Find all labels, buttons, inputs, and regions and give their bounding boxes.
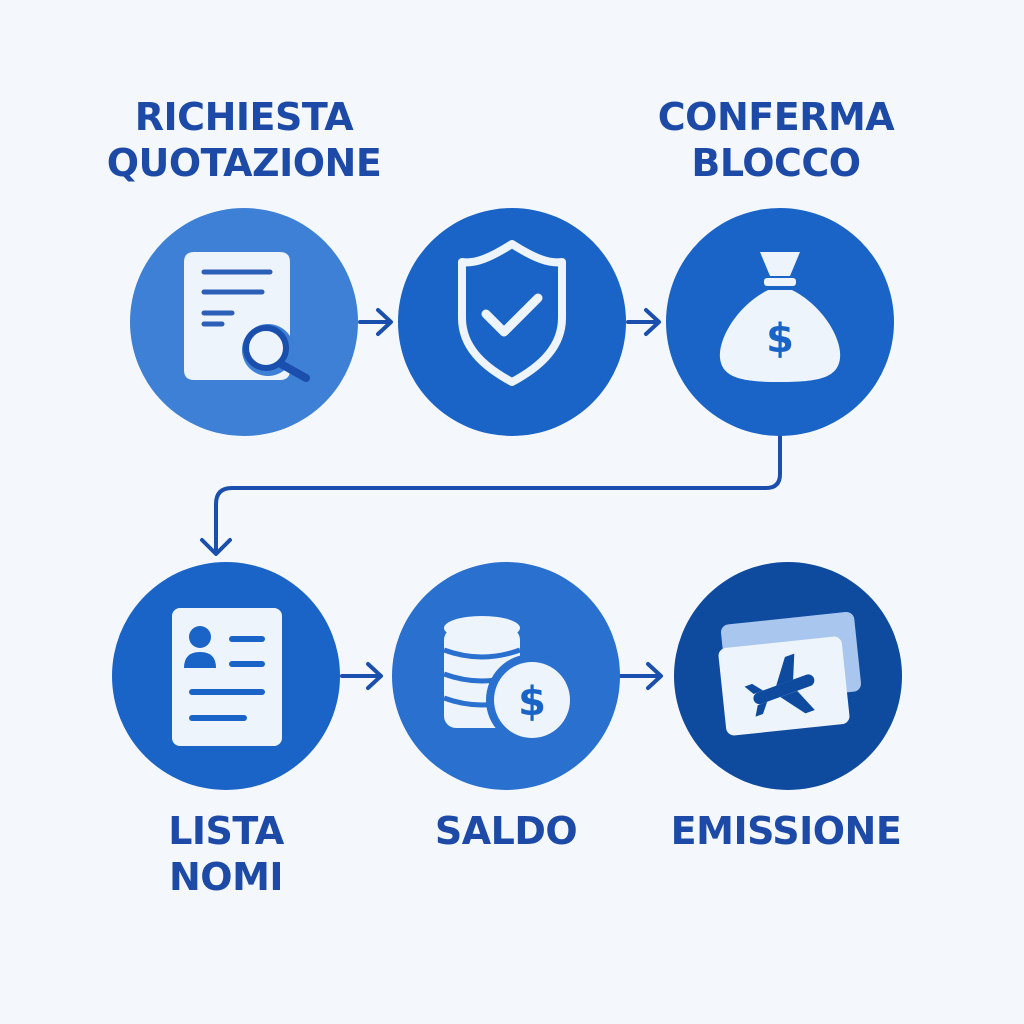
step-1-label-line2: QUOTAZIONE (106, 141, 382, 185)
svg-text:$: $ (518, 679, 546, 725)
step-3-node: $ (666, 208, 894, 436)
money-bag-icon: $ (719, 252, 841, 382)
step-6-node (674, 562, 902, 790)
step-5-label-line1: SALDO (434, 809, 578, 853)
step-4-label: LISTA NOMI (96, 808, 356, 900)
document-search-icon (184, 252, 310, 382)
step-6-label-line1: EMISSIONE (670, 809, 902, 853)
step-3-label: CONFERMA BLOCCO (626, 94, 926, 186)
step-2-node (398, 208, 626, 436)
step-5-label: SALDO (376, 808, 636, 854)
arrow-step1-to-step2 (358, 308, 393, 336)
coins-dollar-icon: $ (443, 616, 578, 746)
connector-arrows (200, 308, 782, 690)
step-4-label-line1: LISTA (168, 809, 284, 853)
step-3-label-line2: BLOCCO (691, 141, 861, 185)
step-4-label-line2: NOMI (168, 855, 284, 899)
flight-ticket-icon (718, 612, 862, 736)
arrow-step5-to-step6 (618, 662, 663, 690)
svg-text:$: $ (766, 316, 794, 362)
shield-check-icon (458, 240, 566, 386)
arrow-step2-to-step3 (626, 308, 661, 336)
step-3-label-line1: CONFERMA (657, 95, 895, 139)
arrow-step4-to-step5 (340, 662, 383, 690)
arrow-step3-to-step4 (200, 430, 782, 556)
step-6-label: EMISSIONE (636, 808, 936, 854)
name-list-icon (172, 608, 282, 746)
step-5-node: $ (392, 562, 620, 790)
step-4-node (112, 562, 340, 790)
step-1-node (130, 208, 358, 436)
step-1-label: RICHIESTA QUOTAZIONE (94, 94, 394, 186)
step-1-label-line1: RICHIESTA (134, 95, 354, 139)
